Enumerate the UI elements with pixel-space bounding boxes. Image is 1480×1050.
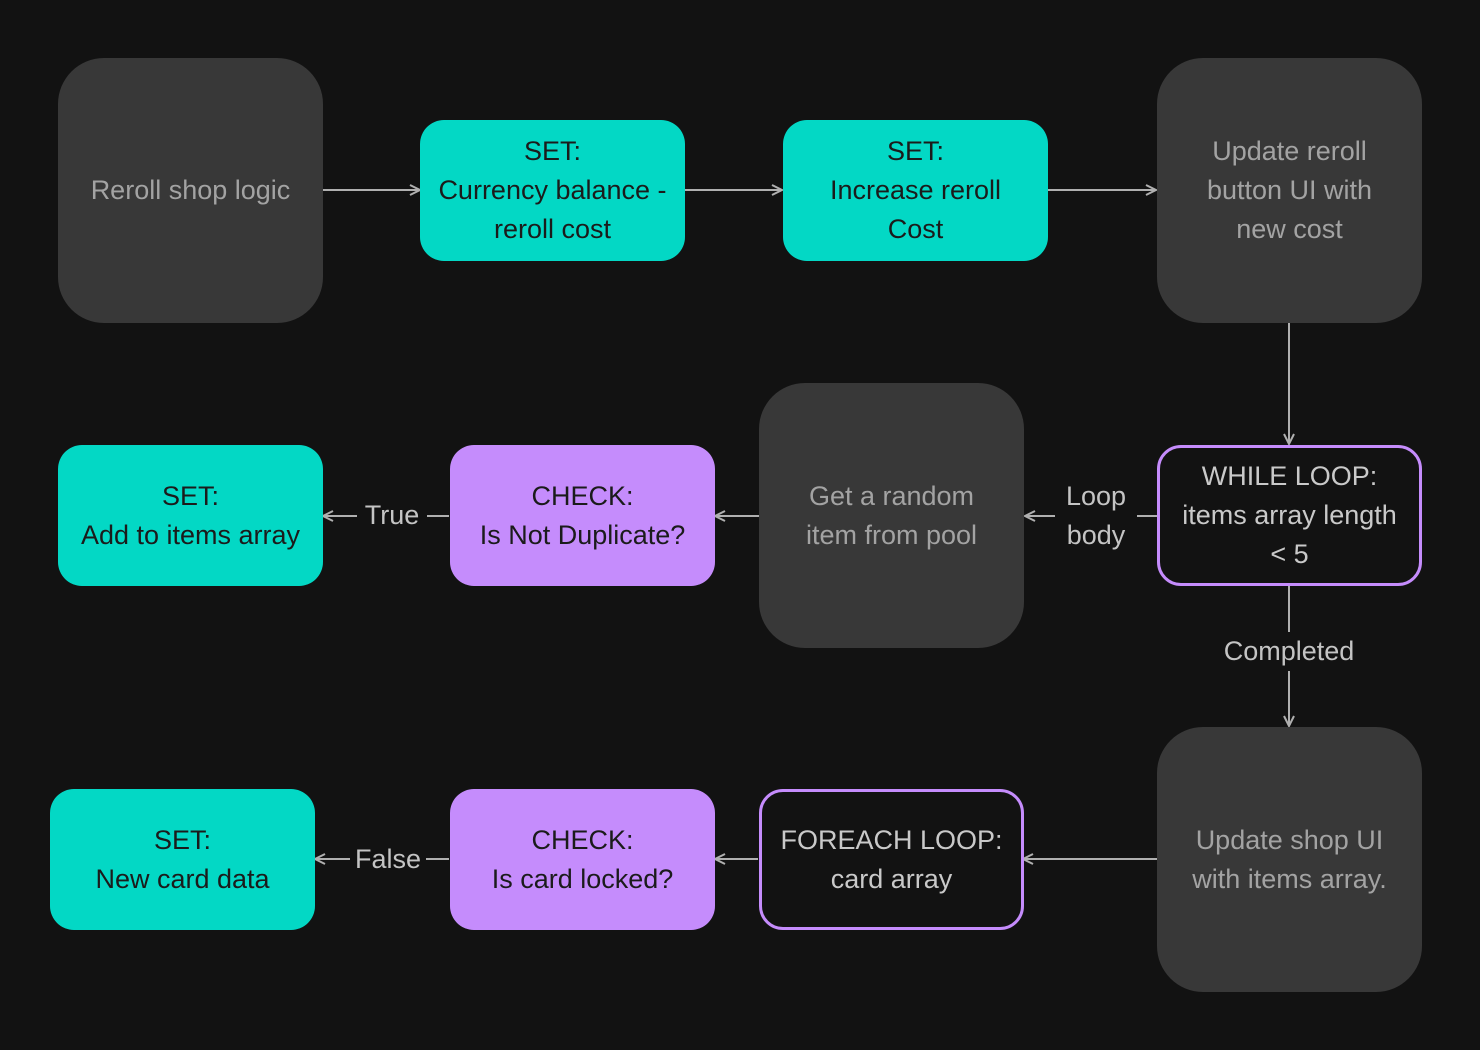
node-foreach-loop: FOREACH LOOP: card array <box>759 789 1024 930</box>
node-reroll-shop-logic: Reroll shop logic <box>58 58 323 323</box>
node-get-random-item: Get a random item from pool <box>759 383 1024 648</box>
node-text: CHECK: <box>531 480 634 511</box>
node-text: new cost <box>1236 214 1343 244</box>
node-set-currency-balance: SET: Currency balance - reroll cost <box>420 120 685 261</box>
node-text: Cost <box>887 214 944 244</box>
node-text: items array length <box>1182 500 1397 530</box>
node-text: SET: <box>153 824 212 855</box>
node-text: Update reroll <box>1212 136 1367 166</box>
node-update-reroll-button: Update reroll button UI with new cost <box>1157 58 1422 323</box>
node-text: card array <box>830 863 953 894</box>
edge-label-loop-body: Loop body <box>1055 477 1137 555</box>
node-check-not-duplicate: CHECK: Is Not Duplicate? <box>450 445 715 586</box>
node-text: New card data <box>95 863 270 894</box>
edge-label-text: Loop <box>1065 481 1127 511</box>
edge-label-false: False <box>350 840 426 879</box>
node-text: Increase reroll <box>829 175 1002 205</box>
node-text: SET: <box>523 136 582 166</box>
node-text: Update shop UI <box>1195 824 1384 855</box>
node-text: Currency balance - <box>438 175 667 205</box>
node-text: item from pool <box>805 519 978 550</box>
node-text: < 5 <box>1270 539 1309 569</box>
node-text: CHECK: <box>531 824 634 855</box>
node-update-shop-ui: Update shop UI with items array. <box>1157 727 1422 992</box>
node-set-increase-reroll-cost: SET: Increase reroll Cost <box>783 120 1048 261</box>
edge-label-text: Completed <box>1223 636 1355 666</box>
edge-label-text: False <box>354 844 422 874</box>
node-text: Is Not Duplicate? <box>479 519 686 550</box>
node-text: Is card locked? <box>491 863 674 894</box>
node-check-card-locked: CHECK: Is card locked? <box>450 789 715 930</box>
node-text: with items array. <box>1192 863 1387 894</box>
node-text: Reroll shop logic <box>90 175 291 205</box>
node-text: reroll cost <box>493 214 612 244</box>
node-text: Get a random <box>808 480 975 511</box>
node-text: FOREACH LOOP: <box>780 824 1003 855</box>
edge-label-text: body <box>1066 520 1126 550</box>
edge-label-completed: Completed <box>1208 632 1370 671</box>
node-text: Add to items array <box>80 519 301 550</box>
node-text: SET: <box>161 480 220 511</box>
node-set-add-to-items: SET: Add to items array <box>58 445 323 586</box>
edge-label-text: True <box>364 500 420 530</box>
node-while-loop: WHILE LOOP: items array length < 5 <box>1157 445 1422 586</box>
node-set-new-card-data: SET: New card data <box>50 789 315 930</box>
node-text: button UI with <box>1206 175 1373 205</box>
node-text: SET: <box>886 136 945 166</box>
node-text: WHILE LOOP: <box>1201 461 1378 491</box>
edge-label-true: True <box>357 496 427 535</box>
